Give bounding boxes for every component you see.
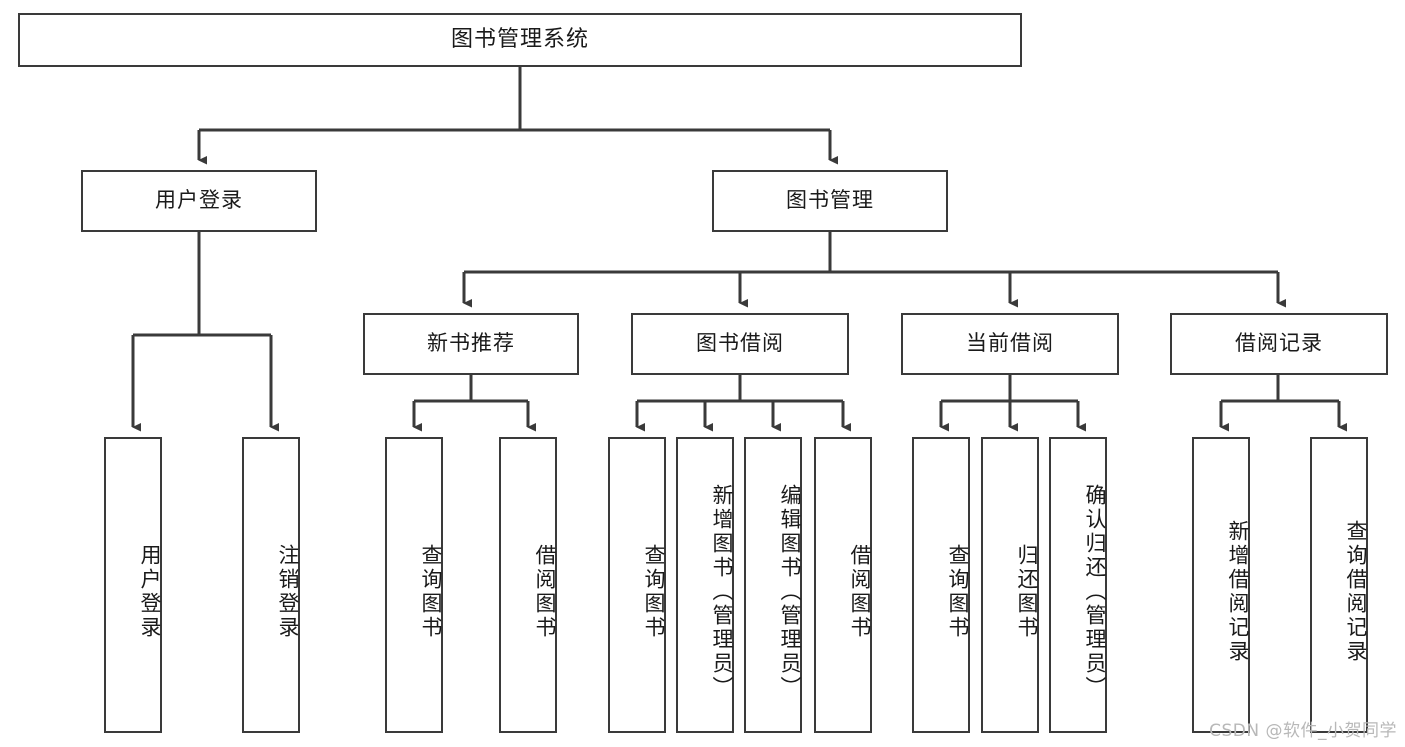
node-label: 新增图书（管理员） bbox=[710, 484, 734, 700]
node-label: 查询图书 bbox=[642, 544, 666, 640]
node-label: 确认归还（管理员） bbox=[1083, 484, 1107, 700]
node-leaf-newbook-borrow-book[interactable]: 借阅图书 bbox=[499, 437, 557, 733]
node-leaf-newbook-query-book[interactable]: 查询图书 bbox=[385, 437, 443, 733]
node-leaf-user-login[interactable]: 用户登录 bbox=[104, 437, 162, 733]
node-leaf-bookborrow-add-book-admin[interactable]: 新增图书（管理员） bbox=[676, 437, 734, 733]
node-label: 编辑图书（管理员） bbox=[778, 484, 802, 700]
node-user-login[interactable]: 用户登录 bbox=[81, 170, 317, 232]
node-leaf-currentborrow-return-book[interactable]: 归还图书 bbox=[981, 437, 1039, 733]
node-label: 图书管理系统 bbox=[450, 26, 589, 52]
node-label: 当前借阅 bbox=[966, 331, 1054, 356]
node-label: 借阅图书 bbox=[533, 544, 557, 640]
node-label: 借阅图书 bbox=[848, 544, 872, 640]
node-borrow-record[interactable]: 借阅记录 bbox=[1170, 313, 1388, 375]
node-leaf-bookborrow-query-book[interactable]: 查询图书 bbox=[608, 437, 666, 733]
node-leaf-currentborrow-confirm-return-admin[interactable]: 确认归还（管理员） bbox=[1049, 437, 1107, 733]
node-current-borrow[interactable]: 当前借阅 bbox=[901, 313, 1119, 375]
node-label: 注销登录 bbox=[276, 544, 300, 640]
node-label: 查询图书 bbox=[946, 544, 970, 640]
node-label: 图书借阅 bbox=[696, 331, 784, 356]
node-label: 新增借阅记录 bbox=[1226, 520, 1250, 664]
node-label: 查询借阅记录 bbox=[1344, 520, 1368, 664]
node-root-book-management-system[interactable]: 图书管理系统 bbox=[18, 13, 1022, 67]
node-leaf-borrowrecord-add-record[interactable]: 新增借阅记录 bbox=[1192, 437, 1250, 733]
node-leaf-borrowrecord-query-record[interactable]: 查询借阅记录 bbox=[1310, 437, 1368, 733]
node-book-management[interactable]: 图书管理 bbox=[712, 170, 948, 232]
node-leaf-bookborrow-borrow-book[interactable]: 借阅图书 bbox=[814, 437, 872, 733]
node-leaf-bookborrow-edit-book-admin[interactable]: 编辑图书（管理员） bbox=[744, 437, 802, 733]
node-label: 用户登录 bbox=[155, 188, 243, 213]
node-leaf-logout[interactable]: 注销登录 bbox=[242, 437, 300, 733]
node-label: 新书推荐 bbox=[427, 331, 515, 356]
node-book-borrow[interactable]: 图书借阅 bbox=[631, 313, 849, 375]
node-label: 查询图书 bbox=[419, 544, 443, 640]
node-label: 图书管理 bbox=[786, 188, 874, 213]
node-label: 用户登录 bbox=[138, 544, 162, 640]
node-label: 归还图书 bbox=[1015, 544, 1039, 640]
node-label: 借阅记录 bbox=[1235, 331, 1323, 356]
node-leaf-currentborrow-query-book[interactable]: 查询图书 bbox=[912, 437, 970, 733]
node-new-book-recommend[interactable]: 新书推荐 bbox=[363, 313, 579, 375]
